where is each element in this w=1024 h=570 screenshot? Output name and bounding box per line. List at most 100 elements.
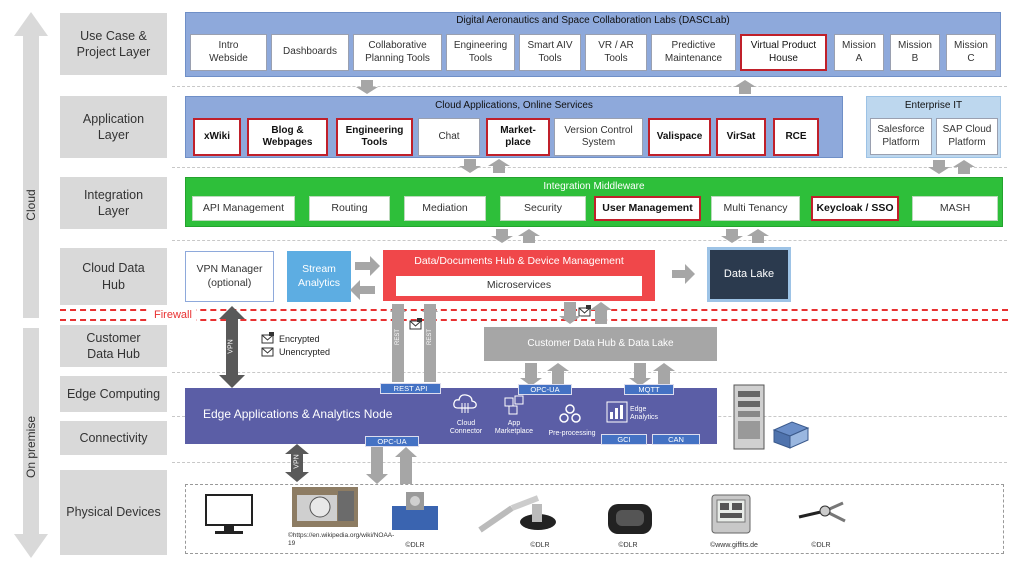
app-version-control: Version Control System	[554, 118, 643, 156]
credit-dlr-3: ©DLR	[618, 542, 638, 549]
weather-station-image	[711, 494, 751, 534]
app-marketplace-label: App Marketplace	[494, 420, 534, 436]
use-case-virtual-product-house: Virtual Product House	[740, 34, 827, 71]
encrypted-icon	[578, 305, 591, 317]
mw-mediation: Mediation	[404, 196, 486, 221]
tag-opcua-top: OPC-UA	[518, 384, 572, 395]
hardware-module-icon	[772, 421, 810, 449]
unencrypted-label: Unencrypted	[279, 347, 331, 357]
layer-edge-computing: Edge Computing	[60, 376, 167, 412]
layer-physical-devices: Physical Devices	[60, 470, 167, 555]
encrypted-label: Encrypted	[279, 334, 320, 344]
use-case-mission-b: Mission B	[890, 34, 940, 71]
physical-devices-panel	[185, 484, 1004, 554]
mw-security: Security	[500, 196, 586, 221]
tag-gci: GCI	[601, 434, 647, 445]
credit-giffits: ©www.giffits.de	[710, 542, 758, 549]
side-arrows	[14, 12, 48, 558]
microservices-box: Microservices	[396, 276, 642, 296]
firewall-label: Firewall	[150, 309, 196, 321]
app-rce: RCE	[773, 118, 819, 156]
edge-analytics-icon	[606, 401, 628, 423]
use-case-mission-c: Mission C	[946, 34, 996, 71]
dasclab-title: Digital Aeronautics and Space Collaborat…	[456, 15, 730, 26]
app-engineering-tools: Engineering Tools	[336, 118, 413, 156]
mw-routing: Routing	[309, 196, 390, 221]
satellite-image	[292, 487, 358, 527]
app-marketplace-icon	[504, 395, 524, 415]
unencrypted-icon	[261, 347, 274, 357]
encrypted-icon	[409, 318, 422, 330]
mw-mash: MASH	[912, 196, 998, 221]
cloud-connector-icon	[453, 394, 477, 413]
credit-dlr-2: ©DLR	[530, 542, 550, 549]
stream-analytics: Stream Analytics	[287, 251, 351, 302]
use-case-intro-website: Intro Webside	[190, 34, 267, 71]
use-case-smart-aiv: Smart AIV Tools	[519, 34, 581, 71]
firewall-line	[60, 309, 1008, 321]
preprocessing-label: Pre-processing	[548, 430, 596, 437]
layer-integration: Integration Layer	[60, 177, 167, 229]
mw-api-management: API Management	[192, 196, 295, 221]
separator	[172, 372, 1007, 373]
use-case-dashboards: Dashboards	[271, 34, 349, 71]
server-rack-icon	[733, 384, 765, 450]
tag-can: CAN	[652, 434, 700, 445]
layer-cloud-data-hub: Cloud Data Hub	[60, 248, 167, 305]
robot-arm-image	[478, 495, 556, 533]
edge-analytics-label: Edge Analytics	[630, 406, 659, 422]
data-hub-title: Data/Documents Hub & Device Management	[414, 255, 624, 267]
enterprise-it-title: Enterprise IT	[904, 100, 963, 111]
mw-user-management: User Management	[594, 196, 701, 221]
layer-customer-data-hub: Customer Data Hub	[60, 325, 167, 367]
tag-rest-api: REST API	[380, 383, 441, 394]
vpn-label-bottom: VPN	[293, 454, 301, 469]
on-premise-arrow	[14, 328, 48, 558]
device-board-image	[392, 492, 438, 530]
enterprise-salesforce: Salesforce Platform	[870, 118, 932, 155]
use-case-collaborative-planning: Collaborative Planning Tools	[353, 34, 442, 71]
cloud-connector-label: Cloud Connector	[449, 420, 483, 436]
use-case-vr-ar: VR / AR Tools	[585, 34, 647, 71]
enterprise-sap: SAP Cloud Platform	[936, 118, 998, 155]
vpn-manager: VPN Manager (optional)	[185, 251, 274, 302]
customer-data-hub-box: Customer Data Hub & Data Lake	[484, 327, 717, 361]
preprocessing-icon	[559, 404, 581, 423]
mw-multi-tenancy: Multi Tenancy	[711, 196, 800, 221]
edge-node-title: Edge Applications & Analytics Node	[203, 407, 393, 421]
app-virsat: VirSat	[716, 118, 766, 156]
tag-mqtt: MQTT	[624, 384, 674, 395]
credit-dlr-1: ©DLR	[405, 542, 425, 549]
middleware-title: Integration Middleware	[543, 181, 645, 192]
use-case-mission-a: Mission A	[834, 34, 884, 71]
vr-headset-image	[608, 504, 652, 534]
app-blog-webpages: Blog & Webpages	[247, 118, 328, 156]
layer-use-case: Use Case & Project Layer	[60, 13, 167, 75]
mw-keycloak-sso: Keycloak / SSO	[811, 196, 899, 221]
encrypted-icon	[261, 332, 274, 344]
separator	[172, 462, 1007, 463]
app-marketplace: Market-place	[486, 118, 550, 156]
separator	[172, 167, 1007, 168]
app-chat: Chat	[418, 118, 480, 156]
vpn-arrow-bottom	[285, 444, 309, 482]
tag-opcua-bottom: OPC-UA	[365, 436, 419, 447]
rest-arrows	[390, 304, 438, 382]
cloud-arrow	[14, 12, 48, 318]
use-case-engineering-tools: Engineering Tools	[446, 34, 515, 71]
cloud-apps-title: Cloud Applications, Online Services	[435, 100, 593, 111]
vpn-arrow	[219, 306, 245, 388]
app-valispace: Valispace	[648, 118, 711, 156]
layer-application: Application Layer	[60, 96, 167, 158]
separator	[172, 86, 1007, 87]
use-case-predictive-maintenance: Predictive Maintenance	[651, 34, 736, 71]
credit-wiki: ©https://en.wikipedia.org/wiki/NOAA-19	[288, 532, 395, 547]
computer-monitor-icon	[205, 494, 253, 534]
separator	[172, 240, 1007, 241]
gripper-image	[798, 501, 846, 523]
layer-connectivity: Connectivity	[60, 421, 167, 455]
app-xwiki: xWiki	[193, 118, 241, 156]
data-lake: Data Lake	[707, 247, 791, 302]
credit-dlr-4: ©DLR	[811, 542, 831, 549]
